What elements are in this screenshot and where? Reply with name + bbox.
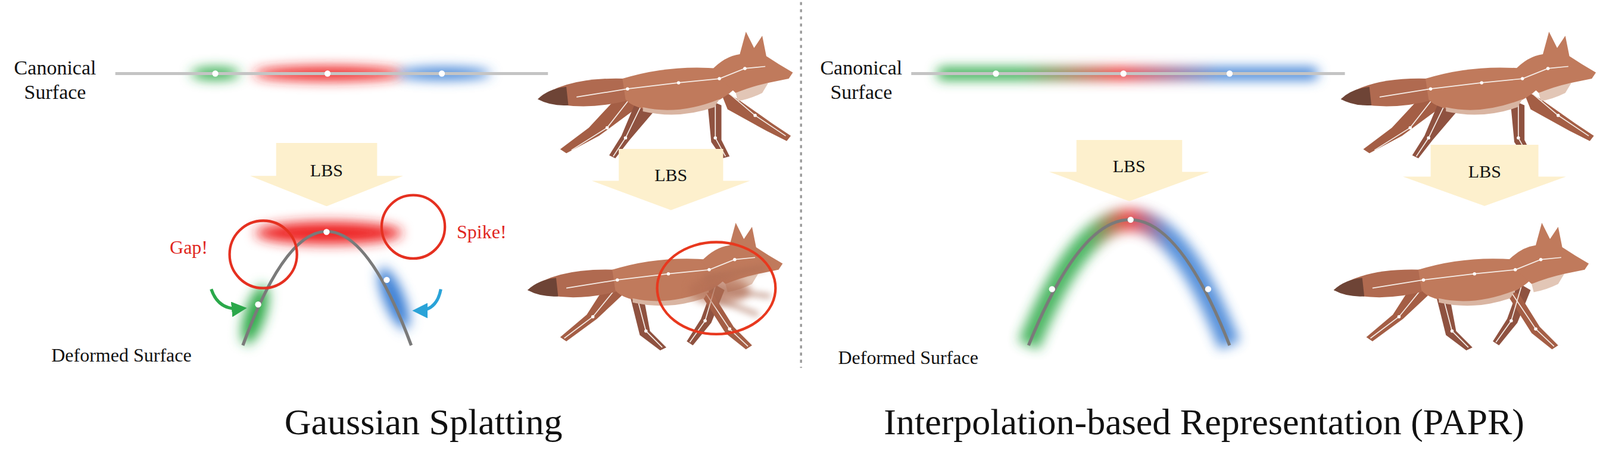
arrow-label: LBS xyxy=(654,164,688,186)
interpolated-band xyxy=(1028,219,1230,346)
motion-arrow xyxy=(211,288,242,309)
spike-circle xyxy=(381,195,445,259)
point-center xyxy=(1205,285,1212,292)
gaussian-center xyxy=(254,301,261,308)
arrow-fill xyxy=(591,148,751,211)
gap-circle xyxy=(229,220,298,288)
deformed-points xyxy=(1028,216,1230,346)
arrow-fill xyxy=(1402,144,1567,207)
divider xyxy=(799,1,802,368)
fox-deformed xyxy=(1333,222,1589,351)
point-center xyxy=(992,70,999,77)
deformed-surface-line xyxy=(1028,219,1230,346)
point-center xyxy=(1226,70,1233,77)
arrow-fill xyxy=(250,142,404,207)
gaussian-center xyxy=(324,70,331,77)
motion-arrow xyxy=(418,288,442,311)
arrow-label: LBS xyxy=(310,160,343,181)
canonical-gaussians xyxy=(115,66,549,81)
canonical-surface-line xyxy=(911,72,1345,76)
lbs-arrow: LBS xyxy=(1049,139,1210,202)
lbs-arrow: LBS xyxy=(591,148,751,211)
arrow-fill xyxy=(1049,139,1210,202)
panel-caption: Gaussian Splatting xyxy=(284,399,563,444)
gaussian-center xyxy=(323,228,330,235)
gaussian-center xyxy=(211,70,218,77)
canonical-points xyxy=(911,67,1345,80)
point-center xyxy=(1120,70,1127,77)
gaussian-center xyxy=(383,276,390,283)
arrow-label: LBS xyxy=(1112,156,1146,177)
deformed-gaussians xyxy=(211,195,445,348)
fox-canonical xyxy=(537,31,793,159)
lbs-arrow: LBS xyxy=(1402,144,1567,207)
surface-label: Canonical Surface xyxy=(2,56,108,106)
panel-caption: Interpolation-based Representation (PAPR… xyxy=(883,399,1525,444)
fox-deformed-artifacts xyxy=(527,222,783,351)
gaussian-center xyxy=(438,70,445,77)
surface-label: Deformed Surface xyxy=(51,343,192,367)
lbs-arrow: LBS xyxy=(250,142,404,207)
arrow-label: LBS xyxy=(1468,161,1502,182)
artifact-circle xyxy=(657,242,776,335)
artifact-label: Gap! xyxy=(169,235,208,258)
canonical-surface-line xyxy=(115,72,549,76)
artifact-label: Spike! xyxy=(456,220,507,243)
point-center xyxy=(1127,216,1134,223)
surface-label: Deformed Surface xyxy=(837,345,978,369)
fox-canonical xyxy=(1340,31,1596,159)
surface-label: Canonical Surface xyxy=(809,56,914,106)
point-center xyxy=(1049,285,1056,292)
